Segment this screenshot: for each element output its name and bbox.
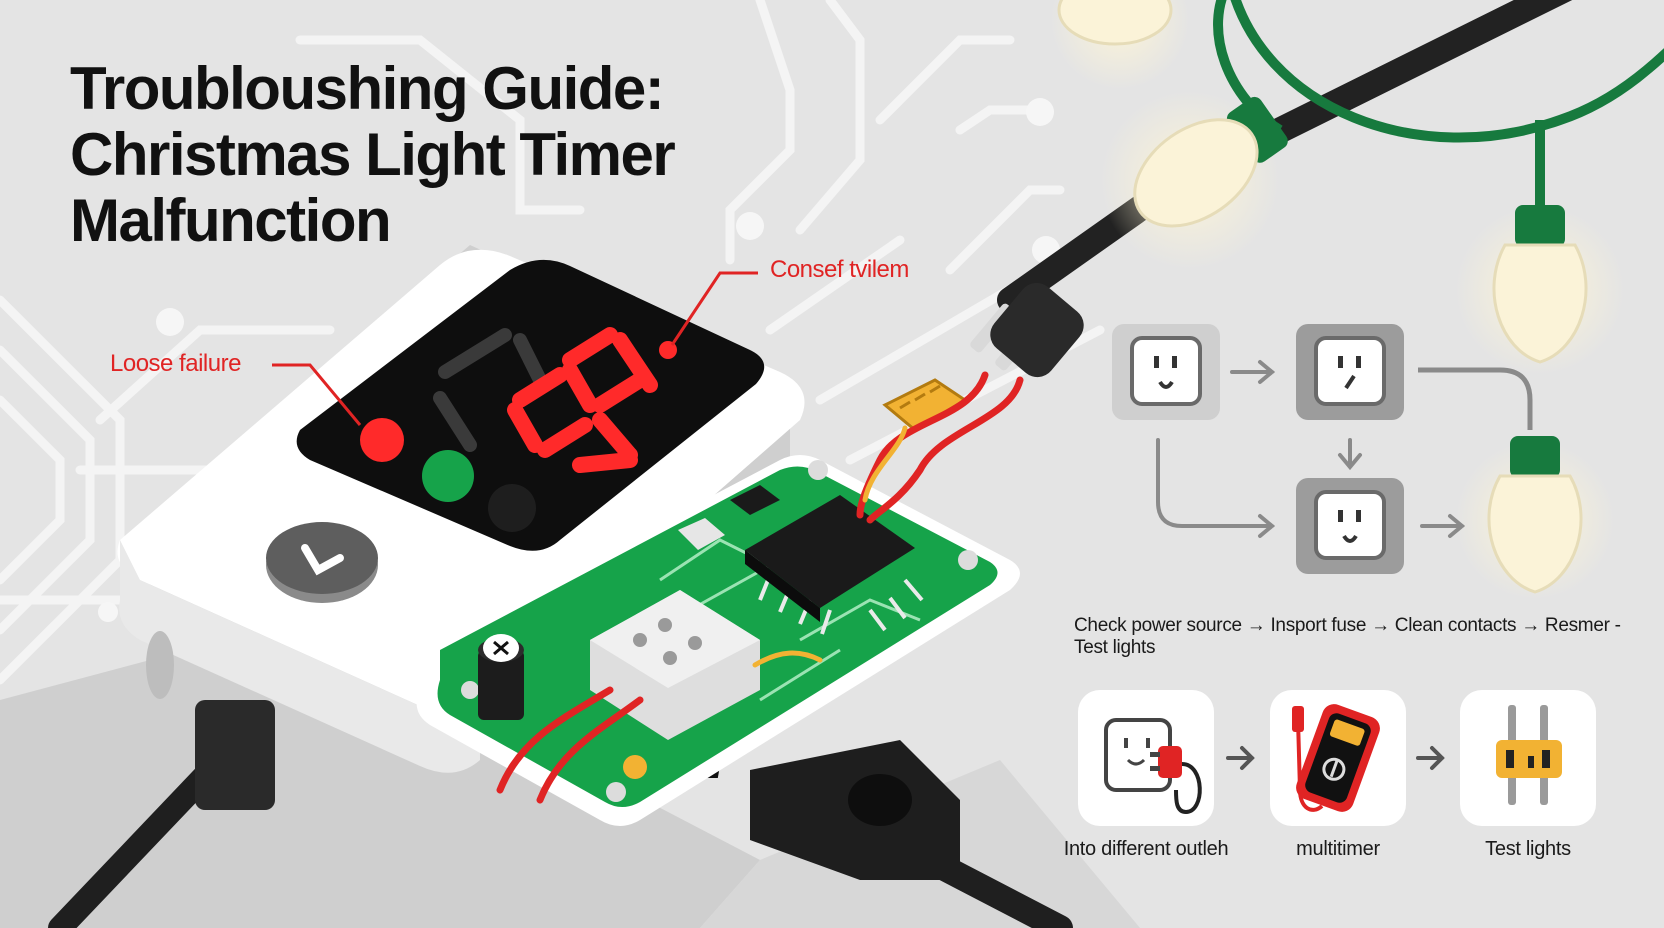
plug-top: [970, 282, 1084, 378]
outlet-plug-icon: [1104, 718, 1202, 815]
wires: [496, 371, 1024, 804]
callout-consef: Consef tvilem: [770, 256, 909, 283]
tool-label-multimeter: multitimer: [1296, 838, 1380, 860]
red-indicator-led: [360, 418, 404, 462]
capacitor: [478, 634, 524, 720]
multimeter-icon: [1296, 704, 1380, 812]
title-line-3: Malfunction: [70, 187, 392, 254]
trace-pads: [98, 98, 1060, 622]
circuit-board: [416, 378, 1021, 826]
display-digit-segments: [433, 327, 658, 473]
tool-label-test-lights: Test lights: [1485, 838, 1571, 860]
tool-label-outlet: Into different outleh: [1063, 838, 1229, 860]
title-line-1: Troubloushing Guide:: [70, 55, 665, 122]
tool-cards: [1078, 690, 1596, 826]
clock-button: [266, 522, 378, 594]
callout-loose-failure: Loose failure: [110, 350, 241, 377]
bottom-cables: [48, 700, 1073, 928]
outlet-flowchart: [1112, 324, 1466, 574]
ic-chip: [745, 495, 924, 635]
green-indicator-led: [422, 450, 474, 502]
light-string: [997, 0, 1664, 600]
troubleshooting-steps: Check power source → Insport fuse → Clea…: [1074, 615, 1621, 658]
callout-lines: [272, 271, 758, 426]
test-lights-icon: [1496, 705, 1562, 805]
title-line-2: Christmas Light Timer: [70, 121, 676, 188]
